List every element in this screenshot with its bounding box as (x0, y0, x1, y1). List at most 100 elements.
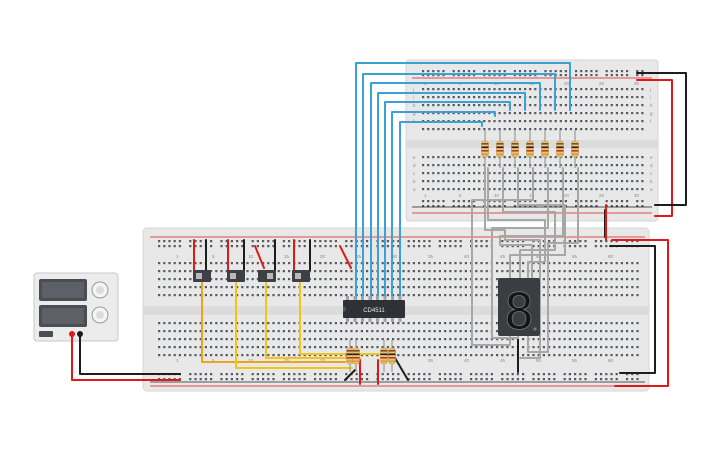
tie-point-hole[interactable] (542, 346, 545, 349)
rail-hole[interactable] (605, 378, 608, 381)
tie-point-hole[interactable] (615, 270, 618, 273)
tie-point-hole[interactable] (381, 338, 384, 341)
rail-hole[interactable] (475, 240, 478, 243)
tie-point-hole[interactable] (210, 294, 213, 297)
rail-hole[interactable] (518, 70, 522, 73)
tie-point-hole[interactable] (563, 354, 566, 357)
tie-point-hole[interactable] (590, 112, 593, 115)
tie-point-hole[interactable] (392, 286, 395, 289)
rail-hole[interactable] (580, 70, 583, 73)
tie-point-hole[interactable] (594, 286, 597, 289)
rail-hole[interactable] (626, 74, 629, 77)
rail-hole[interactable] (437, 70, 440, 73)
tie-point-hole[interactable] (438, 346, 441, 349)
tie-point-hole[interactable] (615, 128, 618, 131)
tie-point-hole[interactable] (558, 278, 561, 281)
wire-blue-2[interactable] (362, 73, 556, 301)
tie-point-hole[interactable] (498, 120, 501, 123)
tie-point-hole[interactable] (626, 96, 629, 99)
tie-point-hole[interactable] (620, 338, 623, 341)
tie-point-hole[interactable] (569, 172, 573, 175)
rail-hole[interactable] (600, 240, 603, 243)
tie-point-hole[interactable] (626, 188, 629, 191)
tie-point-hole[interactable] (437, 180, 440, 183)
tie-point-hole[interactable] (529, 128, 532, 131)
tie-point-hole[interactable] (493, 164, 496, 167)
tie-point-hole[interactable] (449, 270, 452, 273)
tie-point-hole[interactable] (568, 354, 571, 357)
tie-point-hole[interactable] (199, 286, 202, 289)
tie-point-hole[interactable] (267, 330, 270, 333)
rail-hole[interactable] (641, 200, 644, 203)
tie-point-hole[interactable] (447, 88, 450, 91)
tie-point-hole[interactable] (225, 286, 228, 289)
rail-hole[interactable] (534, 200, 537, 203)
rail-hole[interactable] (236, 240, 239, 243)
tie-point-hole[interactable] (585, 112, 588, 115)
rail-hole[interactable] (282, 378, 285, 381)
tie-point-hole[interactable] (251, 262, 254, 265)
tie-point-hole[interactable] (158, 338, 161, 341)
tie-point-hole[interactable] (539, 156, 542, 159)
tie-point-hole[interactable] (534, 172, 537, 175)
tie-point-hole[interactable] (262, 262, 265, 265)
tie-point-hole[interactable] (454, 270, 457, 273)
tie-point-hole[interactable] (620, 120, 624, 123)
wire-black-psu[interactable] (79, 333, 181, 375)
rail-hole[interactable] (631, 373, 634, 376)
tie-point-hole[interactable] (386, 294, 389, 297)
tie-point-hole[interactable] (158, 330, 161, 333)
tie-point-hole[interactable] (371, 354, 374, 357)
tie-point-hole[interactable] (615, 262, 618, 265)
rail-hole[interactable] (473, 70, 476, 73)
rail-hole[interactable] (590, 205, 593, 208)
tie-point-hole[interactable] (454, 294, 457, 297)
tie-point-hole[interactable] (615, 96, 618, 99)
tie-point-hole[interactable] (631, 156, 634, 159)
power-switch[interactable] (39, 331, 53, 337)
rail-hole[interactable] (529, 200, 532, 203)
tie-point-hole[interactable] (215, 322, 218, 325)
tie-point-hole[interactable] (467, 172, 471, 175)
tie-point-hole[interactable] (470, 354, 473, 357)
tie-point-hole[interactable] (360, 294, 363, 297)
tie-point-hole[interactable] (518, 88, 522, 91)
tie-point-hole[interactable] (590, 188, 593, 191)
tie-point-hole[interactable] (594, 354, 597, 357)
tie-point-hole[interactable] (303, 338, 306, 341)
tie-point-hole[interactable] (178, 346, 181, 349)
tie-point-hole[interactable] (163, 278, 166, 281)
tie-point-hole[interactable] (564, 96, 567, 99)
tie-point-hole[interactable] (444, 278, 447, 281)
tie-point-hole[interactable] (178, 262, 181, 265)
rail-hole[interactable] (498, 70, 501, 73)
rail-hole[interactable] (194, 245, 197, 248)
tie-point-hole[interactable] (467, 88, 471, 91)
tie-point-hole[interactable] (615, 330, 618, 333)
tie-point-hole[interactable] (615, 278, 618, 281)
tie-point-hole[interactable] (402, 278, 405, 281)
rail-hole[interactable] (251, 240, 254, 243)
tie-point-hole[interactable] (334, 270, 337, 273)
tie-point-hole[interactable] (559, 164, 562, 167)
tie-point-hole[interactable] (610, 120, 613, 123)
tie-point-hole[interactable] (345, 330, 348, 333)
rail-hole[interactable] (386, 378, 389, 381)
tie-point-hole[interactable] (615, 172, 618, 175)
tie-point-hole[interactable] (199, 294, 202, 297)
tie-point-hole[interactable] (422, 96, 425, 99)
tie-point-hole[interactable] (615, 338, 618, 341)
rail-hole[interactable] (548, 378, 551, 381)
tie-point-hole[interactable] (631, 286, 634, 289)
tie-point-hole[interactable] (548, 270, 551, 273)
tie-point-hole[interactable] (438, 286, 441, 289)
tie-point-hole[interactable] (631, 262, 634, 265)
tie-point-hole[interactable] (324, 262, 327, 265)
wire-black-lower-1[interactable] (394, 357, 409, 381)
tie-point-hole[interactable] (620, 164, 624, 167)
rail-hole[interactable] (493, 70, 496, 73)
tie-point-hole[interactable] (473, 172, 476, 175)
tie-point-hole[interactable] (459, 294, 462, 297)
tie-point-hole[interactable] (549, 156, 552, 159)
tie-point-hole[interactable] (558, 262, 561, 265)
